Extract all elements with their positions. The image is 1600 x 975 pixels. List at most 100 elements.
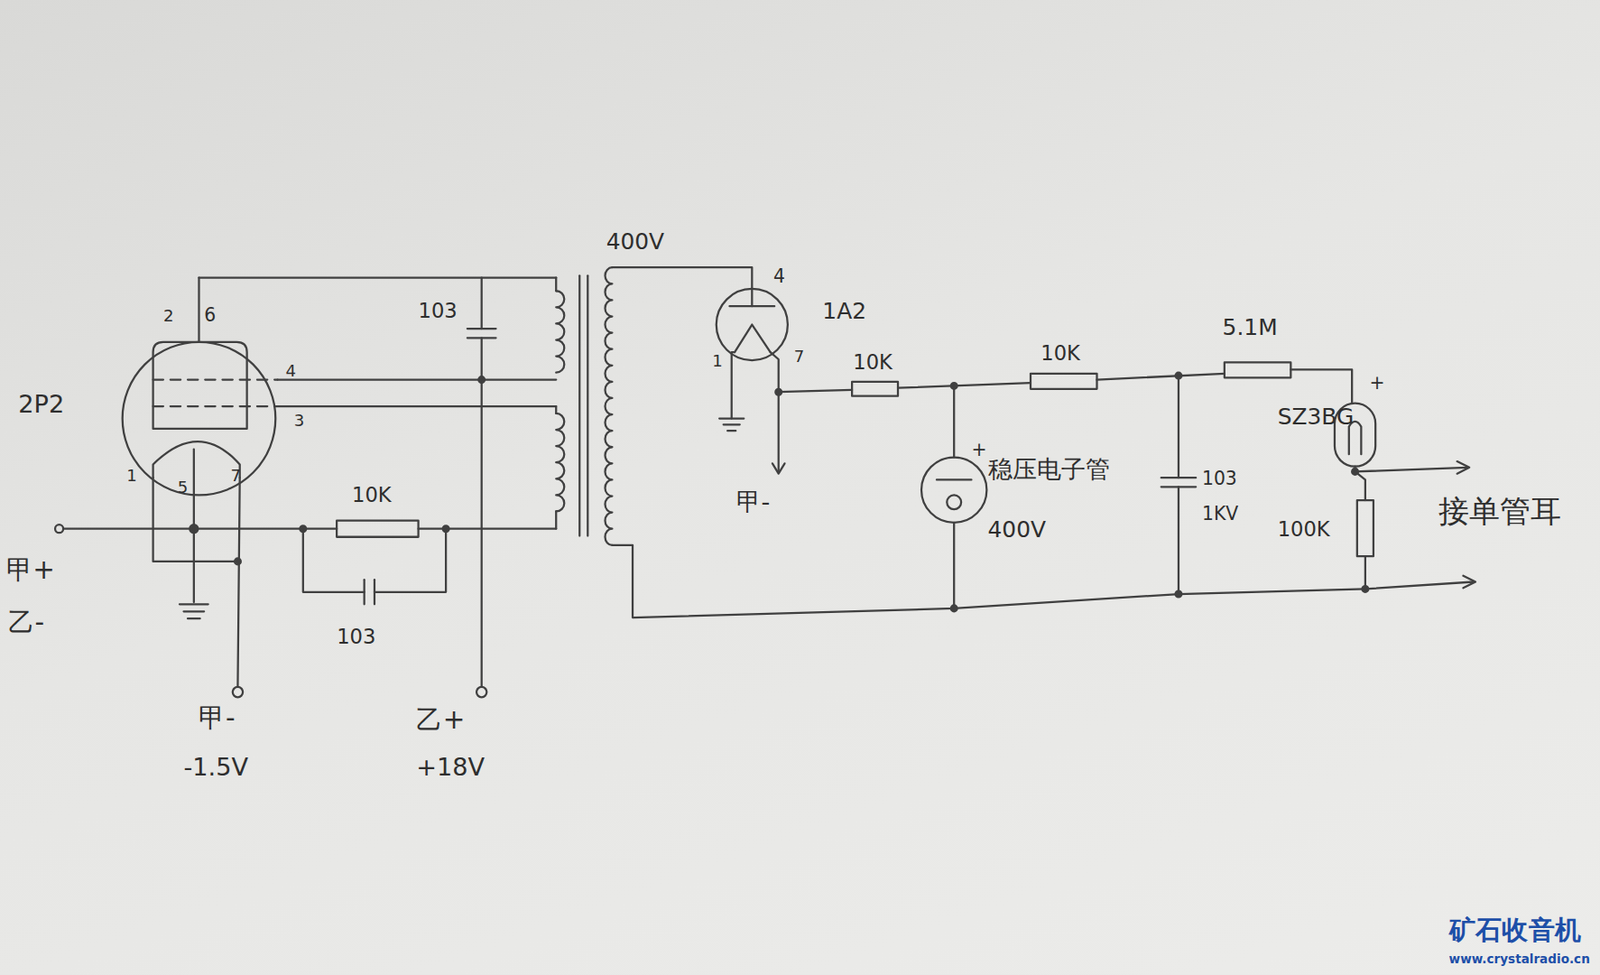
grid-symbol [153, 378, 278, 380]
component-label: 10K [1040, 342, 1081, 364]
wire [554, 510, 557, 528]
resistor-symbol [336, 520, 418, 537]
capacitor-symbol [467, 327, 497, 330]
wire [153, 477, 239, 562]
plate-symbol [936, 478, 972, 481]
wire [554, 277, 557, 292]
component-label: 1A2 [822, 299, 867, 323]
component-label: 5.1M [1222, 316, 1278, 340]
tube-envelope [921, 457, 987, 523]
component-label: 甲- [198, 703, 235, 731]
arrow-head [1462, 575, 1476, 589]
wire [277, 378, 557, 380]
filament-symbol [734, 324, 771, 353]
wire [777, 391, 780, 472]
core-line [586, 275, 589, 536]
component-label: 4 [286, 363, 297, 380]
wire [778, 389, 852, 392]
wire [1364, 555, 1367, 589]
arrow-head [1457, 461, 1471, 474]
wire [193, 449, 195, 603]
component-label: 100K [1277, 517, 1331, 539]
terminal [476, 686, 487, 697]
wire [770, 351, 779, 392]
ground-symbol [179, 603, 209, 619]
component-label: 乙- [8, 608, 45, 635]
tube-envelope [716, 288, 788, 361]
component-label: 103 [336, 626, 376, 648]
tube-envelope [122, 342, 277, 496]
wire [1097, 373, 1225, 380]
component-label: 400V [988, 517, 1047, 541]
grid-symbol [153, 405, 277, 407]
component-label: SZ3BG [1277, 406, 1355, 429]
component-label: 103 [1202, 469, 1238, 488]
component-label: 1 [126, 467, 138, 484]
wire [275, 405, 556, 407]
terminal [55, 524, 64, 533]
wire [952, 385, 955, 457]
component-label: 1 [712, 352, 723, 370]
component-label: 稳压电子管 [988, 457, 1111, 482]
component-label: 6 [203, 305, 216, 324]
wire [237, 477, 240, 686]
resistor-symbol [1357, 499, 1374, 556]
component-label: 乙+ [416, 705, 465, 732]
component-label: 接单管耳 [1438, 496, 1562, 528]
junction-dot [478, 376, 485, 383]
plate-symbol [729, 305, 775, 307]
watermark-text: www.crystalradio.cn [1449, 952, 1591, 966]
wire [1355, 471, 1366, 500]
wire [1290, 369, 1352, 403]
component-label: + [1368, 373, 1385, 392]
wire [418, 527, 557, 530]
ground-symbol [719, 418, 744, 432]
resistor-symbol [851, 381, 898, 397]
component-label: 2P2 [18, 391, 65, 417]
junction-dot [951, 605, 958, 612]
wire [897, 382, 1031, 389]
component-label: 7 [231, 467, 242, 484]
component-label: 103 [418, 299, 458, 321]
capacitor-symbol [1161, 476, 1196, 479]
component-label: 7 [794, 349, 805, 366]
coil-symbol [605, 267, 613, 546]
component-label: 甲+ [6, 555, 56, 583]
cathode-symbol [946, 494, 962, 509]
wire [197, 277, 200, 343]
wire [480, 277, 483, 330]
wire [1177, 486, 1180, 594]
component-label: 10K [852, 351, 893, 373]
wire [611, 267, 752, 306]
junction-dot [1175, 591, 1183, 598]
plate-symbol [153, 342, 248, 429]
component-label: 4 [773, 267, 786, 286]
component-label: 2 [163, 307, 175, 324]
wire [611, 545, 1365, 618]
junction-dot [234, 557, 241, 565]
wire [952, 522, 955, 609]
filament-symbol [153, 441, 241, 478]
coil-symbol [555, 290, 565, 372]
component-label: 3 [294, 412, 306, 429]
resistor-symbol [1224, 361, 1291, 378]
watermark-text: 矿石收音机 [1449, 915, 1582, 943]
terminal [232, 686, 243, 697]
component-label: 400V [606, 231, 666, 254]
arrow-head [772, 462, 786, 473]
component-label: -1.5V [184, 755, 250, 780]
core-line [578, 275, 581, 536]
wire [554, 406, 557, 414]
wire [1365, 581, 1474, 589]
component-label: +18V [416, 755, 485, 780]
component-label: 10K [351, 484, 392, 506]
junction-dot [1361, 585, 1369, 592]
wire [731, 351, 735, 418]
component-label: 5 [177, 479, 189, 496]
resistor-symbol [1030, 373, 1097, 389]
wire [1355, 467, 1468, 472]
component-label: 1KV [1202, 504, 1239, 523]
wire [198, 276, 556, 278]
